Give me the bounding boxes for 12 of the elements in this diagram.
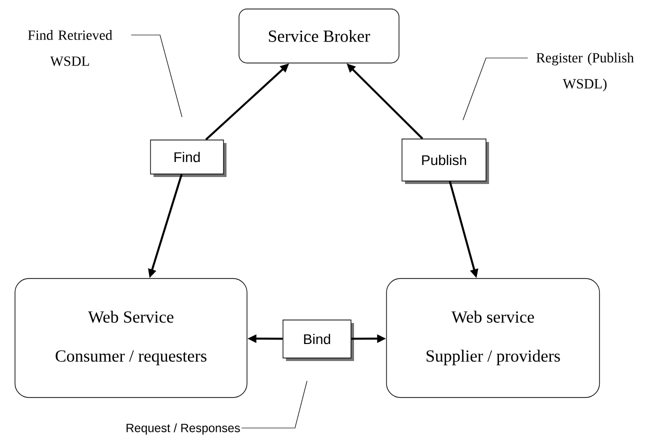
leader-line (462, 58, 528, 120)
leader-line (130, 34, 182, 118)
process-box: Publish (402, 138, 489, 184)
callout-label: Register (Publish WSDL) (536, 52, 634, 92)
process-box: Find (150, 140, 226, 177)
service-box: Web service Supplier / providers (386, 278, 600, 398)
leader-line (241, 380, 308, 428)
callout-label: Find Retrieved WSDL (28, 30, 112, 66)
callout-label: Request / Responses (126, 423, 240, 435)
broker-box: Service Broker (238, 8, 400, 64)
service-box: Web Service Consumer / requesters (14, 278, 248, 398)
process-box: Bind (282, 320, 354, 361)
